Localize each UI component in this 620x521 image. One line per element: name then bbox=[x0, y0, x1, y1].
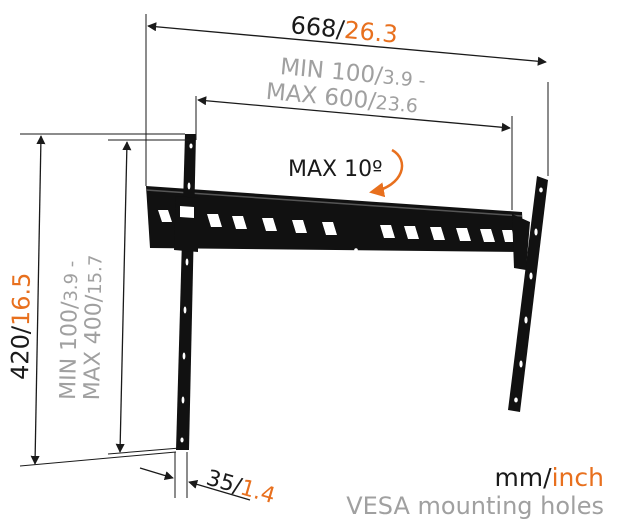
vesa-caption: VESA mounting holes bbox=[346, 492, 604, 520]
right-arm-holes bbox=[514, 187, 543, 403]
vesa-vertical-label: MIN 100/3.9 - MAX 400/15.7 bbox=[56, 255, 108, 401]
vesa-vertical-dimension-line bbox=[115, 141, 132, 453]
right-tv-arm bbox=[508, 176, 548, 412]
left-arm-holes bbox=[180, 143, 193, 443]
width-dimension-line bbox=[147, 22, 547, 66]
svg-text:MAX 400/15.7: MAX 400/15.7 bbox=[80, 255, 108, 401]
left-tv-arm bbox=[176, 134, 196, 450]
depth-dimension-label: 35/1.4 bbox=[203, 466, 278, 509]
vesa-horizontal-label: MIN 100/3.9 - MAX 600/23.6 bbox=[265, 54, 427, 118]
height-dimension-line bbox=[30, 135, 46, 465]
depth-dimension-line-left bbox=[139, 467, 174, 480]
vesa-horizontal-dimension-line bbox=[197, 96, 511, 132]
depth-dimension-line-right bbox=[188, 479, 251, 501]
tv-wall-bracket-icon bbox=[145, 134, 548, 450]
tilt-label: MAX 10º bbox=[288, 157, 382, 182]
width-dimension-label: 668/26.3 bbox=[289, 11, 398, 49]
extension-lines bbox=[19, 14, 549, 498]
height-dimension-label: 420/16.5 bbox=[6, 272, 36, 380]
wall-plate bbox=[146, 186, 524, 252]
svg-text:MIN 100/3.9 -: MIN 100/3.9 - bbox=[56, 261, 83, 401]
unit-legend: mm/inch bbox=[494, 463, 604, 492]
curved-arrow-icon bbox=[369, 148, 404, 198]
wall-plate-slots bbox=[158, 210, 515, 242]
